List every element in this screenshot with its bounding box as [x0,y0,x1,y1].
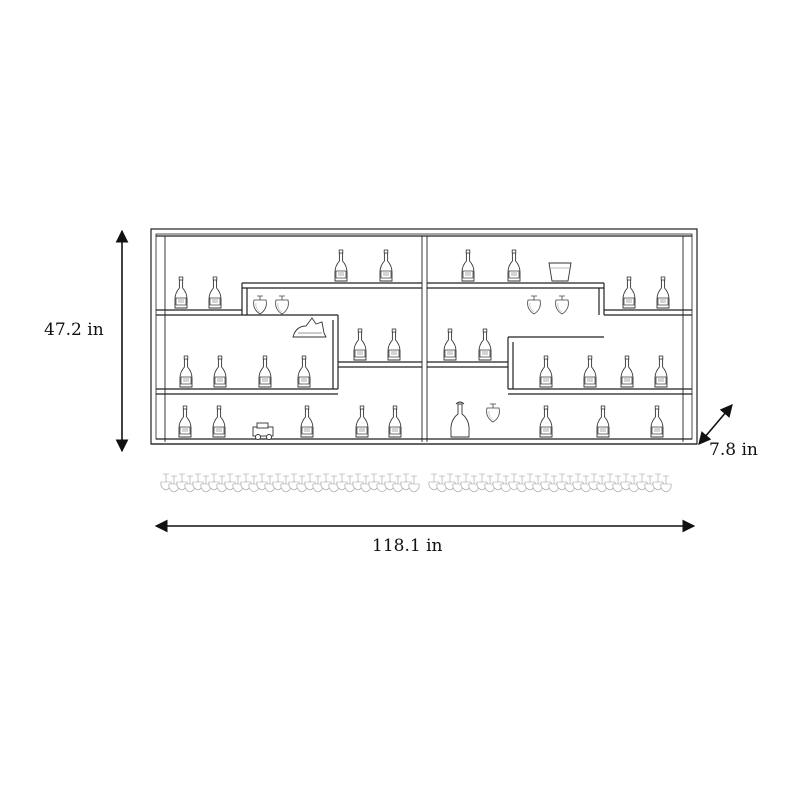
rack-base [151,438,697,445]
wine-bottle-icon [654,355,668,388]
wine-bottle-icon [379,249,393,282]
left-shelf-upper [156,309,242,316]
center-cabinet-left [241,282,422,389]
wine-bottle-icon [300,405,314,438]
wine-bottle-icon [539,355,553,388]
rack-inner-frame [155,233,693,440]
wine-bottle-icon [258,355,272,388]
wine-bottle-icon [478,328,492,361]
wine-bottle-icon [388,405,402,438]
wine-bottle-icon [461,249,475,282]
wine-bottle-icon [174,276,188,309]
height-label: 47.2 in [44,320,104,340]
wine-bottle-icon [178,405,192,438]
toy-car-icon [252,422,274,440]
wine-bottle-icon [213,355,227,388]
ornament-icon [292,317,327,338]
wine-bottle-icon [622,276,636,309]
wine-bottle-icon [539,405,553,438]
wine-bottle-icon [355,405,369,438]
left-shelf-mid [156,388,338,395]
dimension-lines [115,229,733,533]
wine-bottle-icon [583,355,597,388]
wine-glass-icon [660,475,672,493]
wine-bottle-icon [596,405,610,438]
wine-bottle-icon [297,355,311,388]
width-label: 118.1 in [372,536,443,556]
wine-glass-icon [275,295,289,315]
wine-glass-icon [486,403,500,423]
right-shelf-upper [604,309,692,316]
wine-bottle-icon [507,249,521,282]
wine-bottle-icon [179,355,193,388]
depth-arrow [698,404,733,445]
right-shelf-mid [508,388,692,395]
hanging-glasses [160,473,672,493]
center-cabinet-right [427,282,605,389]
wine-bottle-icon [353,328,367,361]
wine-bottle-icon [650,405,664,438]
wine-bottle-icon [656,276,670,309]
wine-bottle-icon [620,355,634,388]
wine-bottle-icon [208,276,222,309]
wine-bottle-icon [212,405,226,438]
rack-outer-frame [150,228,698,445]
wine-glass-icon [408,475,420,493]
wine-rack [150,228,698,445]
depth-label: 7.8 in [709,440,758,460]
decanter-icon [450,401,470,438]
ice-bucket-icon [548,262,572,282]
wine-bottle-icon [443,328,457,361]
wine-glass-icon [555,295,569,315]
rack-posts [164,236,684,442]
shelf-decor [252,262,572,440]
wine-bottle-icon [387,328,401,361]
wine-glass-icon [527,295,541,315]
wine-glass-icon [253,295,267,315]
wine-bottle-icon [334,249,348,282]
